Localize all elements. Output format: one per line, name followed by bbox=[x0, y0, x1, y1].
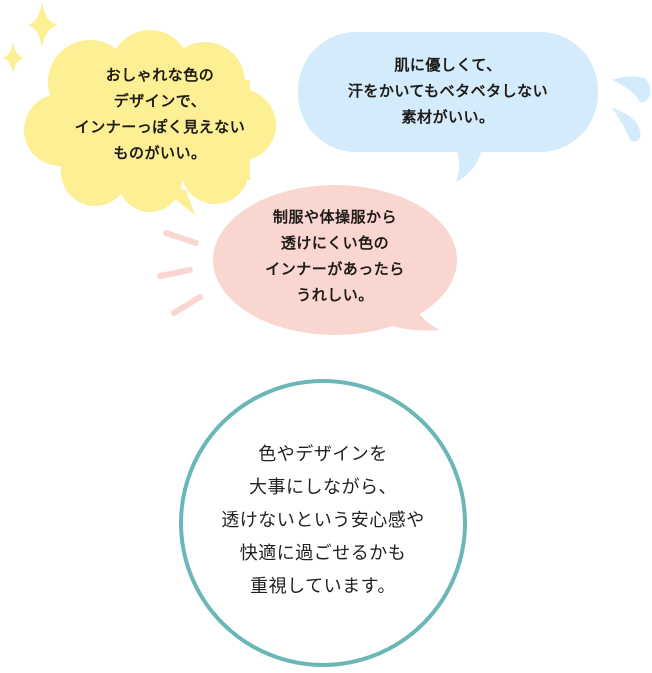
yellow-bubble-text: おしゃれな色の デザインで、 インナーっぽく見えない ものがいい。 bbox=[40, 62, 280, 166]
text-line: 大事にしながら、 bbox=[249, 477, 397, 498]
text-line: 重視しています。 bbox=[250, 576, 396, 597]
text-line: インナーがあったら bbox=[265, 260, 405, 278]
text-line: おしゃれな色の bbox=[105, 66, 215, 84]
text-line: インナーっぽく見えない bbox=[74, 118, 246, 136]
text-line: 色やデザインを bbox=[258, 444, 388, 465]
sparkle-icon bbox=[2, 2, 58, 74]
pink-bubble-text: 制服や体操服から 透けにくい色の インナーがあったら うれしい。 bbox=[220, 204, 450, 308]
blue-speech-bubble bbox=[298, 32, 598, 182]
text-line: 制服や体操服から bbox=[272, 208, 397, 226]
text-line: 透けにくい色の bbox=[280, 234, 390, 252]
text-line: 肌に優しくて、 bbox=[394, 56, 502, 74]
text-line: 素材がいい。 bbox=[401, 108, 495, 126]
yellow-cloud-bubble bbox=[24, 30, 276, 215]
summary-circle bbox=[179, 379, 467, 667]
text-line: デザインで、 bbox=[113, 92, 207, 110]
blue-bubble-text: 肌に優しくて、 汗をかいてもベタベタしない 素材がいい。 bbox=[300, 52, 596, 130]
text-line: ものがいい。 bbox=[113, 144, 207, 162]
text-line: 透けないという安心感や bbox=[221, 510, 425, 531]
emphasis-lines-icon bbox=[157, 230, 203, 316]
text-line: 快適に過ごせるかも bbox=[239, 543, 407, 564]
text-line: 汗をかいてもベタベタしない bbox=[347, 82, 549, 100]
summary-circle-text: 色やデザインを 大事にしながら、 透けないという安心感や 快適に過ごせるかも 重… bbox=[183, 438, 463, 603]
sweat-drops-icon bbox=[612, 76, 651, 142]
pink-speech-bubble bbox=[213, 185, 457, 335]
text-line: うれしい。 bbox=[296, 286, 374, 304]
